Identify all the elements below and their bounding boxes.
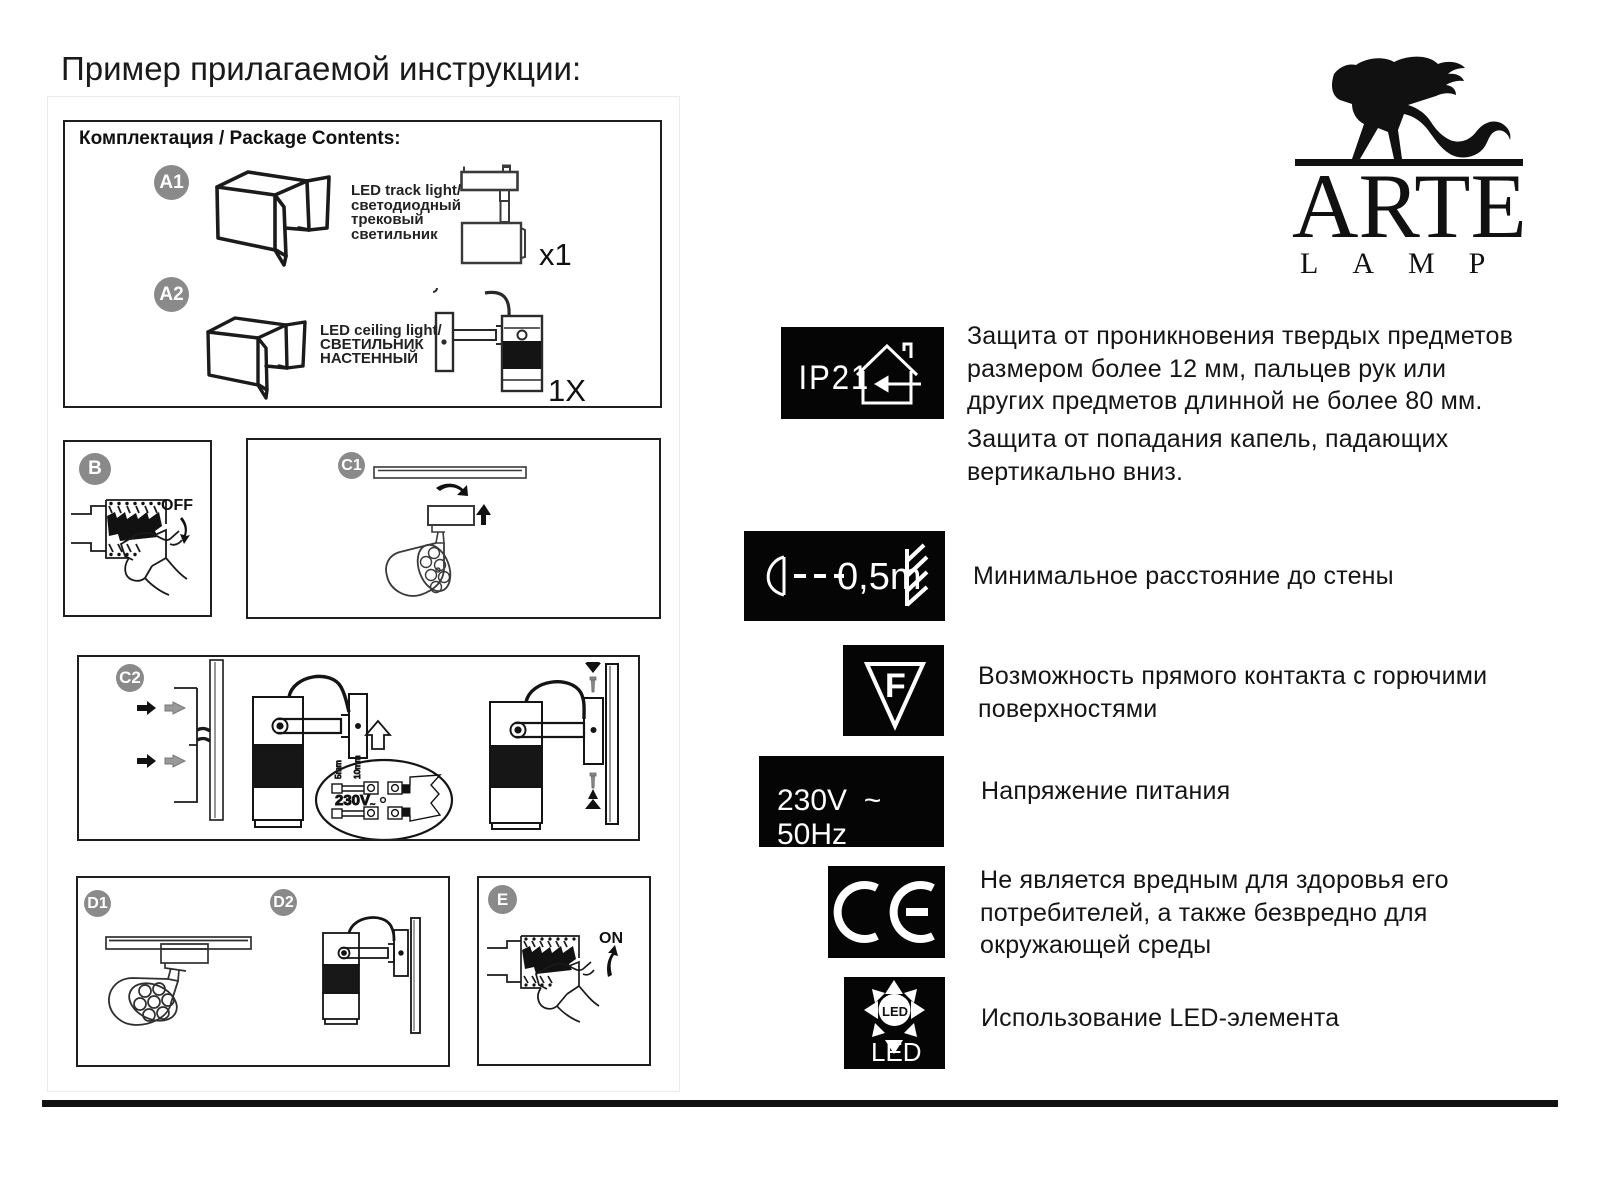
svg-text:IP21: IP21: [798, 358, 870, 397]
svg-text:ON: ON: [599, 930, 623, 947]
svg-text:5mm: 5mm: [333, 760, 343, 779]
svg-text:10mm: 10mm: [352, 755, 362, 779]
svg-text:LED: LED: [871, 1037, 922, 1067]
svg-text:230V: 230V: [335, 792, 370, 809]
svg-text:F: F: [885, 667, 906, 705]
svg-text:OFF: OFF: [161, 497, 193, 514]
svg-text:LED: LED: [882, 1004, 908, 1019]
svg-text:~: ~: [370, 799, 375, 809]
